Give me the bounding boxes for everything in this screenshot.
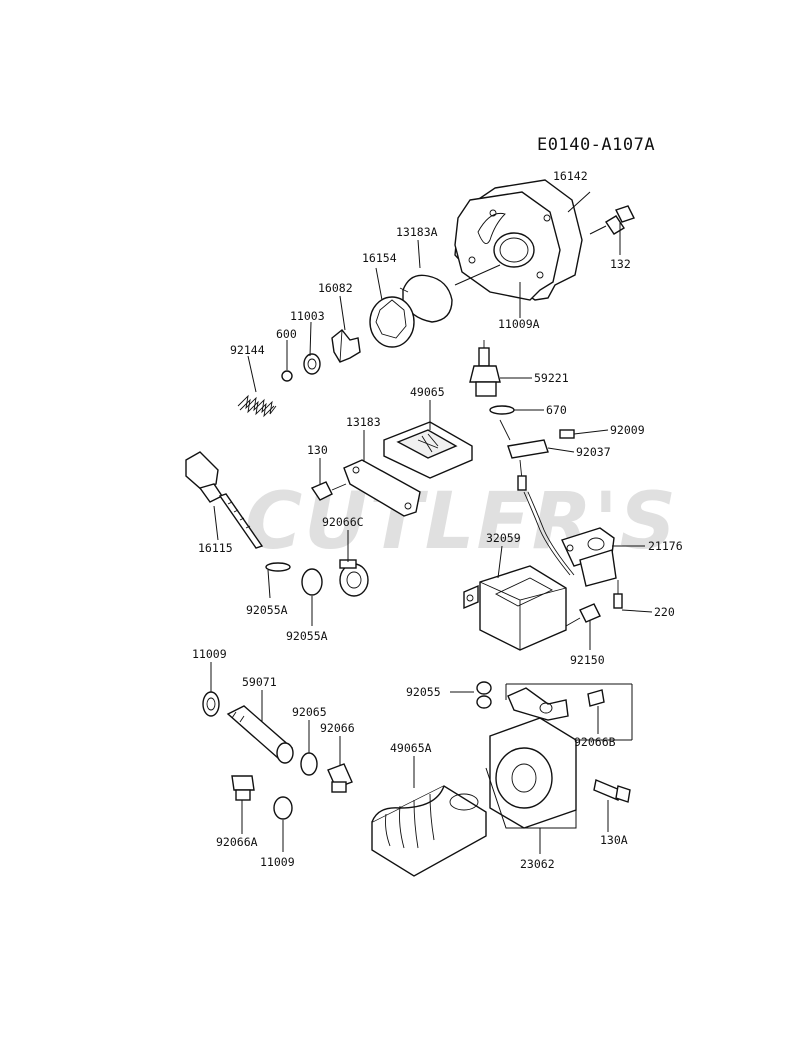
washer-11009-1[interactable] [202, 691, 220, 717]
label-92066: 92066 [320, 721, 355, 735]
label-92055A-1: 92055A [246, 603, 288, 617]
label-600: 600 [276, 327, 297, 341]
label-13183: 13183 [346, 415, 381, 429]
oring-92055[interactable] [476, 681, 492, 709]
inner-rotor-16082[interactable] [331, 329, 361, 363]
bolt-92150[interactable] [565, 603, 601, 627]
oring-92055A-2[interactable] [301, 568, 323, 596]
label-92037: 92037 [576, 445, 611, 459]
pump-cover-16142[interactable] [454, 179, 583, 301]
label-59071: 59071 [242, 675, 277, 689]
label-11003: 11003 [290, 309, 325, 323]
oring-670[interactable] [489, 405, 515, 415]
label-23062: 23062 [520, 857, 555, 871]
bushing-11003[interactable] [303, 353, 321, 375]
label-92150: 92150 [570, 653, 605, 667]
washer-92065[interactable] [300, 752, 318, 776]
label-92066A: 92066A [216, 835, 258, 849]
clamp-92037[interactable] [507, 439, 549, 459]
pressure-switch-59221[interactable] [469, 340, 501, 397]
ball-600[interactable] [281, 370, 293, 382]
label-13183A: 13183A [396, 225, 438, 239]
label-670: 670 [546, 403, 567, 417]
dipstick-16115[interactable] [185, 451, 264, 549]
bracket-32059[interactable] [463, 565, 567, 651]
plate-13183[interactable] [343, 459, 421, 517]
label-92009: 92009 [610, 423, 645, 437]
gasket-13183A[interactable] [399, 274, 453, 323]
label-49065: 49065 [410, 385, 445, 399]
label-130A: 130A [600, 833, 628, 847]
label-16142: 16142 [553, 169, 588, 183]
label-92066B: 92066B [574, 735, 616, 749]
screw-220[interactable] [613, 580, 623, 609]
label-16154: 16154 [362, 251, 397, 265]
label-92066C: 92066C [322, 515, 364, 529]
label-130: 130 [307, 443, 328, 457]
label-220: 220 [654, 605, 675, 619]
diagram-code: E0140-A107A [537, 135, 655, 155]
label-11009A: 11009A [498, 317, 540, 331]
sensor-21176[interactable] [561, 527, 617, 587]
pipe-59071[interactable] [226, 705, 294, 764]
label-11009-1: 11009 [192, 647, 227, 661]
label-21176: 21176 [648, 539, 683, 553]
bolt-130[interactable] [310, 481, 347, 501]
housing-23062[interactable] [489, 687, 577, 829]
oring-92055A-1[interactable] [265, 562, 291, 572]
label-59221: 59221 [534, 371, 569, 385]
spring-92144[interactable] [237, 394, 277, 418]
label-16082: 16082 [318, 281, 353, 295]
outer-rotor-16154[interactable] [369, 296, 415, 348]
oil-filter-49065A[interactable] [371, 785, 487, 877]
washer-11009-2[interactable] [273, 796, 293, 820]
label-92055A-2: 92055A [286, 629, 328, 643]
screw-92009[interactable] [559, 429, 609, 439]
label-11009-2: 11009 [260, 855, 295, 869]
label-32059: 32059 [486, 531, 521, 545]
label-92055: 92055 [406, 685, 441, 699]
plug-92066A[interactable] [231, 775, 255, 801]
label-16115: 16115 [198, 541, 233, 555]
label-132: 132 [610, 257, 631, 271]
label-49065A: 49065A [390, 741, 432, 755]
label-92144: 92144 [230, 343, 265, 357]
plug-92066B[interactable] [587, 689, 605, 707]
label-92065: 92065 [292, 705, 327, 719]
plug-92066[interactable] [327, 763, 353, 793]
bolt-130A[interactable] [593, 779, 631, 803]
strainer-49065[interactable] [383, 421, 473, 479]
